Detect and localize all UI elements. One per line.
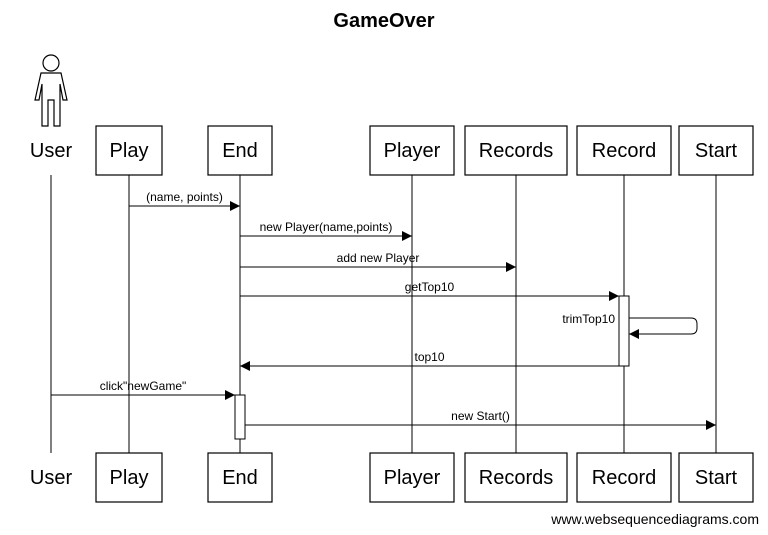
footer-link[interactable]: www.websequencediagrams.com (551, 511, 759, 527)
message-label: new Start() (451, 409, 510, 423)
participant-label: End (222, 140, 258, 162)
participant-record-bottom: Record (576, 452, 672, 503)
participant-label: User (30, 140, 73, 162)
participant-records-bottom: Records (464, 452, 568, 503)
participant-label: Player (384, 467, 441, 489)
participant-end-bottom: End (207, 452, 273, 503)
diagram-title: GameOver (333, 10, 435, 32)
participant-label: Start (695, 467, 738, 489)
participant-start-bottom: Start (678, 452, 754, 503)
participant-play-top: Play (95, 125, 163, 176)
person-icon (34, 54, 68, 127)
activation-end (234, 394, 246, 440)
participant-label: Record (592, 467, 656, 489)
message-label: trimTop10 (562, 312, 615, 326)
message-label: new Player(name,points) (260, 220, 393, 234)
participant-start-top: Start (678, 125, 754, 176)
message-label: getTop10 (405, 280, 455, 294)
participant-label: Player (384, 140, 441, 162)
message-2: new Player(name,points) (240, 220, 412, 241)
participant-label: End (222, 467, 258, 489)
participant-end-top: End (207, 125, 273, 176)
participant-label: Records (479, 140, 553, 162)
message-4: getTop10 (240, 280, 619, 301)
participant-player-bottom: Player (369, 452, 455, 503)
participant-user-top: User (30, 140, 73, 162)
participant-label: Play (110, 467, 149, 489)
message-6: top10 (240, 350, 619, 371)
participant-label: Records (479, 467, 553, 489)
message-7: click"newGame" (51, 379, 235, 400)
message-label: add new Player (337, 251, 420, 265)
message-3: add new Player (240, 251, 516, 272)
participant-label: Play (110, 140, 149, 162)
participant-label: User (30, 467, 73, 489)
participant-records-top: Records (464, 125, 568, 176)
participant-player-top: Player (369, 125, 455, 176)
message-arrow (629, 317, 698, 339)
message-8: new Start() (245, 409, 716, 430)
message-5: trimTop10 (562, 312, 698, 339)
message-1: (name, points) (129, 190, 240, 211)
activation-record (618, 295, 630, 367)
participant-user-bottom: User (30, 467, 73, 489)
participant-label: Record (592, 140, 656, 162)
message-label: (name, points) (146, 190, 223, 204)
participant-label: Start (695, 140, 738, 162)
participant-play-bottom: Play (95, 452, 163, 503)
message-label: click"newGame" (100, 379, 187, 393)
participant-record-top: Record (576, 125, 672, 176)
message-label: top10 (414, 350, 444, 364)
